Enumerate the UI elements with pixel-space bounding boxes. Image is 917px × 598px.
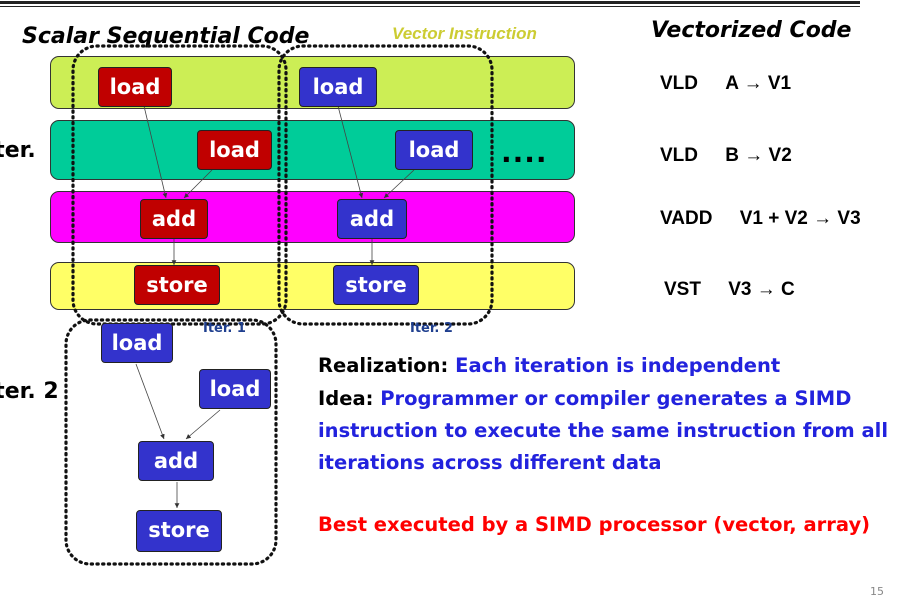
vector-instruction-header: Vector Instruction	[392, 24, 537, 43]
iter1-load-a: load	[98, 67, 172, 107]
low-iter2-load-b: load	[199, 369, 271, 409]
vcode-args: B → V2	[725, 145, 792, 166]
outline-iter2-top	[277, 44, 494, 326]
vcode-args: V1 + V2 → V3	[739, 208, 861, 229]
idea-text-1: Programmer or compiler generates a SIMD	[380, 387, 852, 410]
idea-line-1: Idea: Programmer or compiler generates a…	[318, 387, 851, 410]
top-rule	[0, 0, 917, 8]
iter1-load-b: load	[197, 130, 272, 170]
vcode-line-1: VLD A → V1	[660, 73, 791, 95]
realization-line: Realization: Each iteration is independe…	[318, 354, 780, 377]
top-rule-thick	[0, 1, 860, 4]
iter2-add: add	[337, 199, 407, 239]
vcode-op: VLD	[660, 145, 698, 166]
arrow-v2-load1-add	[337, 105, 364, 199]
vcode-args: A → V1	[725, 73, 792, 94]
vcode-op: VLD	[660, 73, 698, 94]
low-iter2-load-a: load	[101, 323, 173, 363]
iter2-small-label: Iter. 2	[410, 321, 453, 336]
vcode-line-3: VADD V1 + V2 → V3	[660, 208, 861, 230]
vcode-op: VST	[664, 279, 701, 300]
outline-iter1-top	[71, 44, 288, 326]
vcode-line-4: VST V3 → C	[664, 279, 795, 301]
iter2-load-a: load	[299, 67, 377, 107]
best-executed-note: Best executed by a SIMD processor (vecto…	[318, 513, 871, 536]
low-iter2-add: add	[138, 441, 214, 481]
iter1-small-label: Iter. 1	[203, 321, 246, 336]
band-add	[50, 191, 575, 243]
top-rule-thin	[0, 6, 860, 7]
arrow-low-load2-add	[185, 409, 221, 440]
vectorized-code-header: Vectorized Code	[651, 18, 852, 43]
vcode-line-2: VLD B → V2	[660, 145, 792, 167]
arrow-low-load1-add	[135, 363, 165, 440]
low-iter2-store: store	[136, 510, 222, 552]
idea-line-2: instruction to execute the same instruct…	[318, 419, 889, 442]
idea-line-3: iterations across different data	[318, 451, 662, 474]
outline-iter2-bottom	[64, 318, 278, 566]
idea-label: Idea:	[318, 387, 374, 410]
iter2-load-b: load	[395, 130, 473, 170]
band-load-2	[50, 120, 575, 180]
realization-text: Each iteration is independent	[455, 354, 781, 377]
iter1-store: store	[134, 265, 220, 305]
iter1-side-label: Iter.	[0, 138, 36, 163]
ellipsis-more-iterations: ....	[501, 136, 548, 169]
vcode-op: VADD	[660, 208, 713, 229]
arrow-iter1-load2-add	[183, 169, 213, 199]
iter1-add: add	[140, 199, 208, 239]
arrow-v2-load2-add	[383, 169, 415, 199]
iter2-store: store	[333, 265, 419, 305]
page-number: 15	[870, 585, 884, 598]
arrow-iter1-load1-add	[143, 105, 168, 199]
vcode-args: V3 → C	[728, 279, 795, 300]
iter2-side-label: Iter. 2	[0, 379, 59, 404]
realization-label: Realization:	[318, 354, 449, 377]
